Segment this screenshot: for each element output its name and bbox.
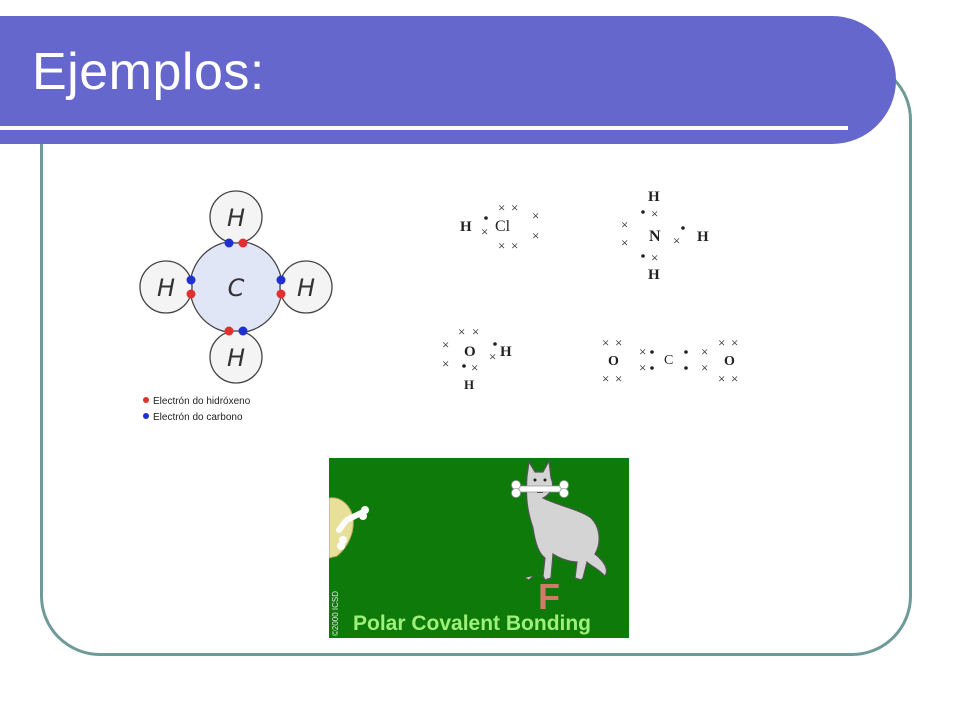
co2-x-12: × bbox=[731, 371, 738, 386]
hydrogen-label-bottom: H bbox=[227, 344, 245, 372]
co2-x-1: × bbox=[602, 335, 609, 350]
nh3-dot-right bbox=[681, 226, 685, 230]
title-underline bbox=[0, 126, 848, 130]
electron-hydrogen-left bbox=[186, 289, 196, 299]
nh3-n-symbol: N bbox=[649, 228, 661, 245]
co2-o-right-symbol: O bbox=[724, 354, 735, 369]
hcl-x-3: × bbox=[511, 200, 518, 215]
dog-with-bone-illustration bbox=[329, 459, 608, 581]
electron-hydrogen-top bbox=[238, 238, 248, 248]
lewis-co2: × × O × × × × C × × × × O × × bbox=[602, 335, 738, 386]
nh3-h-top-symbol: H bbox=[648, 189, 660, 205]
co2-dot-4 bbox=[684, 366, 688, 370]
hcl-h-symbol: H bbox=[460, 219, 472, 235]
h2o-x-1: × bbox=[458, 324, 465, 339]
nh3-x-left-1: × bbox=[621, 217, 628, 232]
left-dog-partial bbox=[329, 497, 369, 559]
hcl-cl-symbol: Cl bbox=[495, 218, 511, 235]
h2o-x-right: × bbox=[489, 349, 496, 364]
hydrogen-atom-right bbox=[279, 260, 333, 314]
co2-x-9: × bbox=[718, 335, 725, 350]
co2-o-left-symbol: O bbox=[608, 354, 619, 369]
co2-c-symbol: C bbox=[664, 353, 673, 368]
electron-hydrogen-right bbox=[276, 289, 286, 299]
electron-carbon-right bbox=[276, 275, 286, 285]
h2o-h-right-symbol: H bbox=[500, 344, 512, 360]
nh3-x-left-2: × bbox=[621, 235, 628, 250]
hcl-x-1: × bbox=[481, 224, 488, 239]
hcl-x-4: × bbox=[498, 238, 505, 253]
co2-x-3: × bbox=[602, 371, 609, 386]
lewis-h2o: × × × × O × H × H bbox=[442, 324, 512, 392]
hydrogen-label-right: H bbox=[297, 274, 315, 302]
hydrogen-atom-bottom bbox=[209, 330, 263, 384]
h2o-o-symbol: O bbox=[464, 344, 476, 360]
co2-x-2: × bbox=[615, 335, 622, 350]
hydrogen-label-top: H bbox=[227, 204, 245, 232]
legend-hydrogen-label: Electrón do hidróxeno bbox=[153, 396, 251, 407]
polar-bonding-animation: F ©2000 ICSD Polar Covalent Bonding bbox=[329, 458, 629, 638]
co2-x-11: × bbox=[718, 371, 725, 386]
co2-x-8: × bbox=[701, 360, 708, 375]
h2o-dot-bottom bbox=[462, 364, 466, 368]
h2o-x-bottom: × bbox=[471, 360, 478, 375]
nh3-x-bottom: × bbox=[651, 250, 658, 265]
carbon-label: C bbox=[228, 274, 245, 302]
h2o-x-4: × bbox=[442, 356, 449, 371]
nh3-x-top: × bbox=[651, 206, 658, 221]
lewis-hcl: H × Cl × × × × × × bbox=[460, 200, 539, 253]
hydrogen-label-left: H bbox=[157, 274, 175, 302]
hcl-x-6: × bbox=[532, 208, 539, 223]
nh3-x-right: × bbox=[673, 233, 680, 248]
hcl-dot-electron bbox=[484, 216, 488, 220]
co2-x-6: × bbox=[639, 360, 646, 375]
h2o-dot-right bbox=[493, 342, 497, 346]
fluorine-label: F bbox=[538, 576, 560, 617]
nh3-dot-bottom bbox=[641, 254, 645, 258]
page-title: Ejemplos: bbox=[32, 43, 265, 101]
title-bar bbox=[0, 16, 896, 144]
legend-carbon-dot bbox=[143, 413, 149, 419]
h2o-x-2: × bbox=[472, 324, 479, 339]
methane-diagram: C H H H H Electrón do hidróxeno Electrón… bbox=[139, 190, 333, 423]
hcl-x-5: × bbox=[511, 238, 518, 253]
nh3-dot-top bbox=[641, 210, 645, 214]
co2-x-10: × bbox=[731, 335, 738, 350]
nh3-h-right-symbol: H bbox=[697, 229, 709, 245]
animation-caption: Polar Covalent Bonding bbox=[353, 612, 592, 635]
legend-carbon-label: Electrón do carbono bbox=[153, 412, 243, 423]
electron-carbon-left bbox=[186, 275, 196, 285]
hcl-x-7: × bbox=[532, 228, 539, 243]
copyright-text: ©2000 ICSD bbox=[331, 590, 340, 636]
co2-dot-1 bbox=[650, 350, 654, 354]
co2-x-7: × bbox=[701, 344, 708, 359]
hcl-x-2: × bbox=[498, 200, 505, 215]
electron-carbon-top bbox=[224, 238, 234, 248]
h2o-h-bottom-symbol: H bbox=[464, 377, 474, 392]
co2-x-4: × bbox=[615, 371, 622, 386]
nh3-h-bottom-symbol: H bbox=[648, 267, 660, 283]
co2-dot-3 bbox=[684, 350, 688, 354]
electron-hydrogen-bottom bbox=[224, 326, 234, 336]
co2-x-5: × bbox=[639, 344, 646, 359]
lewis-nh3: H × × × N × H × H bbox=[621, 189, 709, 283]
hydrogen-atom-top bbox=[209, 190, 263, 244]
electron-carbon-bottom bbox=[238, 326, 248, 336]
co2-dot-2 bbox=[650, 366, 654, 370]
bone-icon bbox=[511, 480, 569, 498]
legend-hydrogen-dot bbox=[143, 397, 149, 403]
hydrogen-atom-left bbox=[139, 260, 193, 314]
h2o-x-3: × bbox=[442, 337, 449, 352]
dog-figure bbox=[524, 459, 608, 581]
